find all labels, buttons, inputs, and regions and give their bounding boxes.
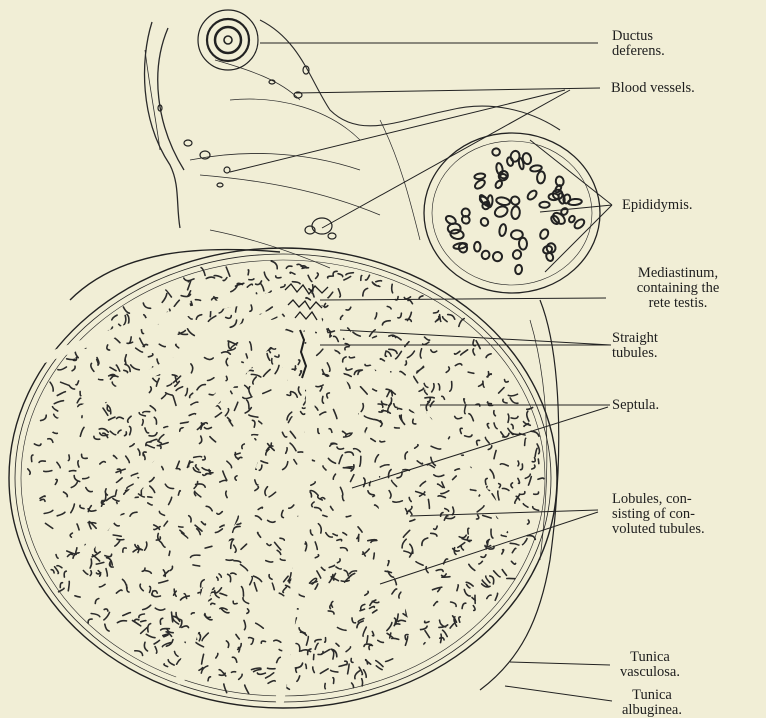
label-blood-vessels: Blood vessels. <box>611 81 695 96</box>
label-septula: Septula. <box>612 398 659 413</box>
label-tunica-vasculosa: Tunica vasculosa. <box>612 650 688 680</box>
label-epididymis: Epididymis. <box>622 198 693 213</box>
spermatic-cord <box>145 20 560 268</box>
label-ductus-deferens: Ductus deferens. <box>612 29 665 59</box>
label-tunica-albuginea: Tunica albuginea. <box>612 688 692 718</box>
label-mediastinum: Mediastinum, containing the rete testis. <box>608 266 748 311</box>
label-straight-tubules: Straight tubules. <box>612 331 658 361</box>
ductus-deferens-shape <box>198 10 258 70</box>
label-lobules: Lobules, con- sisting of con- voluted tu… <box>612 492 705 537</box>
